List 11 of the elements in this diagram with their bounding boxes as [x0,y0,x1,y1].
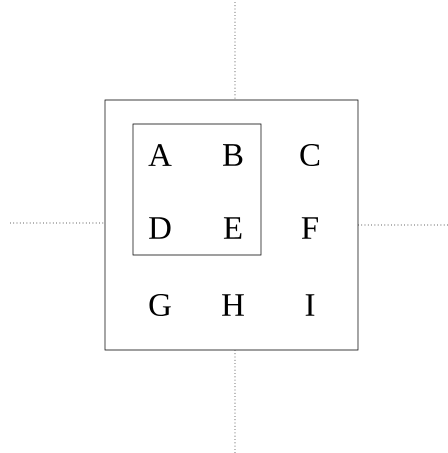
letter: A [148,144,172,166]
letter: H [222,294,244,316]
square-frame [132,124,262,256]
letter: E [224,217,242,239]
letter: G [149,294,171,316]
letter: I [306,294,314,316]
letter: B [222,144,242,166]
square-frame [104,100,358,350]
letter: D [149,217,171,239]
letter: F [302,217,318,239]
letter: C [300,144,320,166]
